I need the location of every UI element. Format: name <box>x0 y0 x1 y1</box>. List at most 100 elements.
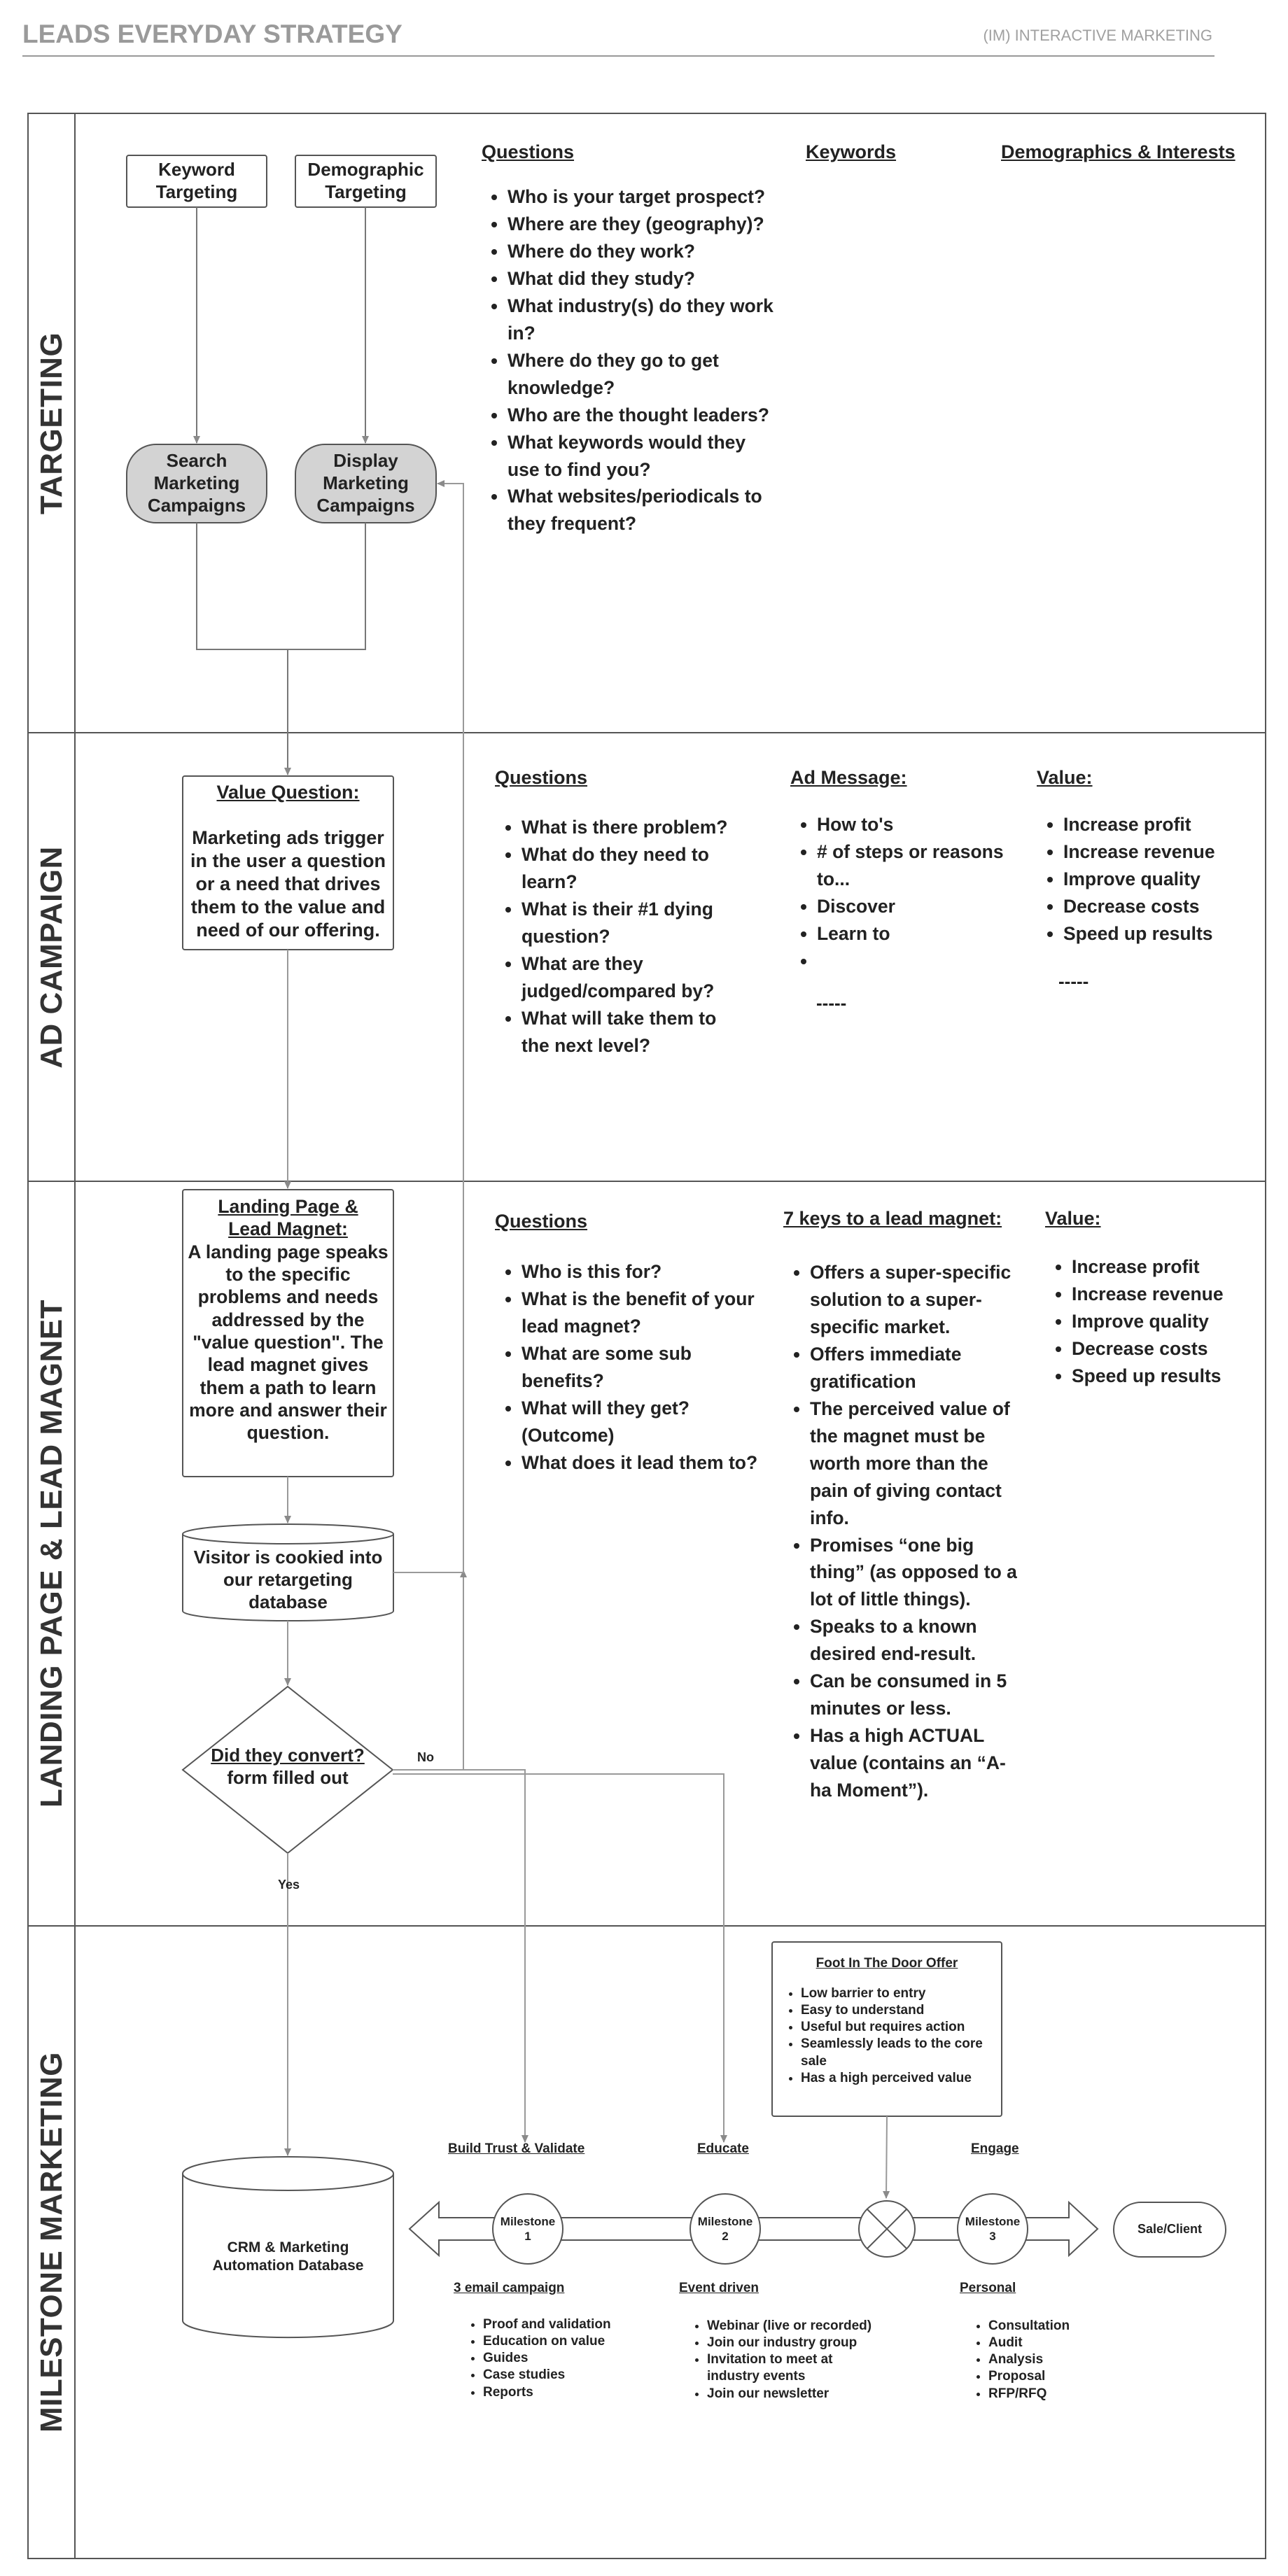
list-item: What is there problem? <box>522 814 746 841</box>
landing-page-content: Landing Page & Lead Magnet: A landing pa… <box>188 1195 388 1444</box>
lead-magnet-keys-list: Offers a super-specific solution to a su… <box>782 1259 1020 1804</box>
value-question-body: Marketing ads trigger in the user a ques… <box>190 826 386 941</box>
ad-value-list: Increase profit Increase revenue Improve… <box>1035 811 1259 948</box>
list-item: What websites/periodicals to they freque… <box>507 483 774 537</box>
connector-foot-to-junction <box>883 2116 890 2199</box>
foot-in-door-list: Low barrier to entry Easy to understand … <box>778 1985 995 2087</box>
list-item: Invitation to meet at industry events <box>707 2351 874 2385</box>
list-item: Has a high ACTUAL value (contains an “A-… <box>810 1722 1020 1804</box>
convert-decision-label: Did they convert? form filled out <box>197 1745 379 1789</box>
personal-heading: Personal <box>960 2281 1016 2295</box>
landing-value-heading: Value: <box>1045 1208 1101 1229</box>
list-item: Learn to <box>817 920 1020 948</box>
foot-in-door-content: Foot In The Door Offer Low barrier to en… <box>778 1956 995 2087</box>
foot-in-door-title: Foot In The Door Offer <box>816 1956 958 1971</box>
yes-label: Yes <box>278 1878 300 1892</box>
list-item: How to's <box>817 811 1020 838</box>
list-item: Webinar (live or recorded) <box>707 2318 874 2335</box>
list-item: # of steps or reasons to... <box>817 838 1020 893</box>
keyword-targeting-label: Keyword Targeting <box>155 159 238 202</box>
ad-message-heading: Ad Message: <box>790 767 907 788</box>
sale-client-label: Sale/Client <box>1137 2222 1203 2237</box>
ad-value-heading: Value: <box>1037 767 1093 788</box>
list-item: What do they need to learn? <box>522 841 746 896</box>
targeting-questions-heading: Questions <box>482 141 575 162</box>
list-item: Low barrier to entry <box>801 1985 995 2002</box>
personal-list: Consultation Audit Analysis Proposal RFP… <box>966 2318 1120 2402</box>
list-item: Where do they go to get knowledge? <box>507 347 774 402</box>
list-item: What does it lead them to? <box>522 1449 760 1477</box>
connector-retarget-to-display <box>393 480 464 1573</box>
sale-client-pill <box>1113 2202 1226 2258</box>
educate-label: Educate <box>697 2141 749 2156</box>
no-label: No <box>417 1750 434 1764</box>
keywords-heading: Keywords <box>806 141 897 162</box>
list-item: Useful but requires action <box>801 2019 995 2036</box>
demographics-heading: Demographics & Interests <box>1001 141 1236 162</box>
lane-label-landing-page: LANDING PAGE & LEAD MAGNET <box>34 1300 69 1808</box>
list-item: Improve quality <box>1072 1308 1261 1335</box>
list-item: The perceived value of the magnet must b… <box>810 1395 1020 1532</box>
list-item: Decrease costs <box>1063 893 1259 920</box>
list-item: Education on value <box>483 2333 643 2350</box>
connector-no-to-educate <box>393 1773 727 2143</box>
targeting-questions-list: Who is your target prospect? Where are t… <box>479 183 774 537</box>
cookie-database-cylinder <box>182 1523 394 1622</box>
landing-questions-list: Who is this for? What is the benefit of … <box>493 1258 760 1477</box>
page-title: LEADS EVERYDAY STRATEGY <box>22 20 402 48</box>
list-item: Increase profit <box>1063 811 1259 838</box>
list-item: Where are they (geography)? <box>507 211 774 238</box>
milestone-1-label: Milestone 1 <box>500 2215 556 2244</box>
engage-label: Engage <box>971 2141 1019 2156</box>
list-item: Promises “one big thing” (as opposed to … <box>810 1532 1020 1614</box>
list-item: What are they judged/compared by? <box>522 950 746 1005</box>
ad-message-dash: ----- <box>816 992 847 1013</box>
milestone-1-circle <box>492 2193 564 2265</box>
milestone-2-label: Milestone 2 <box>697 2215 753 2244</box>
event-driven-list: Webinar (live or recorded) Join our indu… <box>685 2318 874 2402</box>
milestone-3-label: Milestone 3 <box>965 2215 1021 2244</box>
list-item: Join our newsletter <box>707 2386 874 2402</box>
display-campaigns-label: Display Marketing Campaigns <box>316 450 415 516</box>
list-item: Case studies <box>483 2367 643 2384</box>
list-item: What will they get? (Outcome) <box>522 1395 760 1449</box>
ad-questions-list: What is there problem? What do they need… <box>493 814 746 1060</box>
list-item: Speed up results <box>1063 920 1259 948</box>
list-item: Offers a super-specific solution to a su… <box>810 1259 1020 1341</box>
list-item: What will take them to the next level? <box>522 1005 746 1060</box>
search-campaigns-label: Search Marketing Campaigns <box>147 450 246 516</box>
list-item: What keywords would they use to find you… <box>507 429 774 484</box>
event-driven-heading: Event driven <box>679 2281 760 2295</box>
list-item: Decrease costs <box>1072 1335 1261 1363</box>
connector-no-to-build-trust <box>393 1769 528 2143</box>
list-item: Increase profit <box>1072 1253 1261 1281</box>
list-item: What industry(s) do they work in? <box>507 293 774 347</box>
landing-questions-heading: Questions <box>495 1211 588 1232</box>
list-item: What is the benefit of your lead magnet? <box>522 1286 760 1340</box>
cookie-database-label: Visitor is cookied into our retargeting … <box>193 1547 383 1612</box>
build-trust-label: Build Trust & Validate <box>448 2141 585 2156</box>
list-item: Speaks to a known desired end-result. <box>810 1613 1020 1668</box>
landing-value-list: Increase profit Increase revenue Improve… <box>1044 1253 1261 1390</box>
lead-magnet-keys-heading: 7 keys to a lead magnet: <box>783 1208 1002 1229</box>
ad-questions-heading: Questions <box>495 767 588 788</box>
list-item: Has a high perceived value <box>801 2070 995 2087</box>
list-item: Consultation <box>988 2318 1120 2335</box>
list-item: Audit <box>988 2335 1120 2351</box>
list-item: Who is your target prospect? <box>507 183 774 211</box>
lane-label-ad-campaign: AD CAMPAIGN <box>34 845 69 1069</box>
convert-title: Did they convert? <box>211 1745 365 1766</box>
list-item: What is their #1 dying question? <box>522 896 746 950</box>
crm-database-label: CRM & Marketing Automation Database <box>212 2239 364 2274</box>
list-item: Proof and validation <box>483 2316 643 2333</box>
list-item: Guides <box>483 2350 643 2367</box>
list-item: Speed up results <box>1072 1363 1261 1390</box>
page-subtitle: (IM) INTERACTIVE MARKETING <box>983 27 1212 44</box>
connector-campaigns-merge <box>196 523 366 650</box>
crm-database-cylinder <box>182 2156 394 2339</box>
list-item: Reports <box>483 2384 643 2401</box>
list-item: Discover <box>817 893 1020 920</box>
list-item: Where do they work? <box>507 238 774 265</box>
list-item: Increase revenue <box>1072 1281 1261 1308</box>
list-item: Analysis <box>988 2351 1120 2368</box>
